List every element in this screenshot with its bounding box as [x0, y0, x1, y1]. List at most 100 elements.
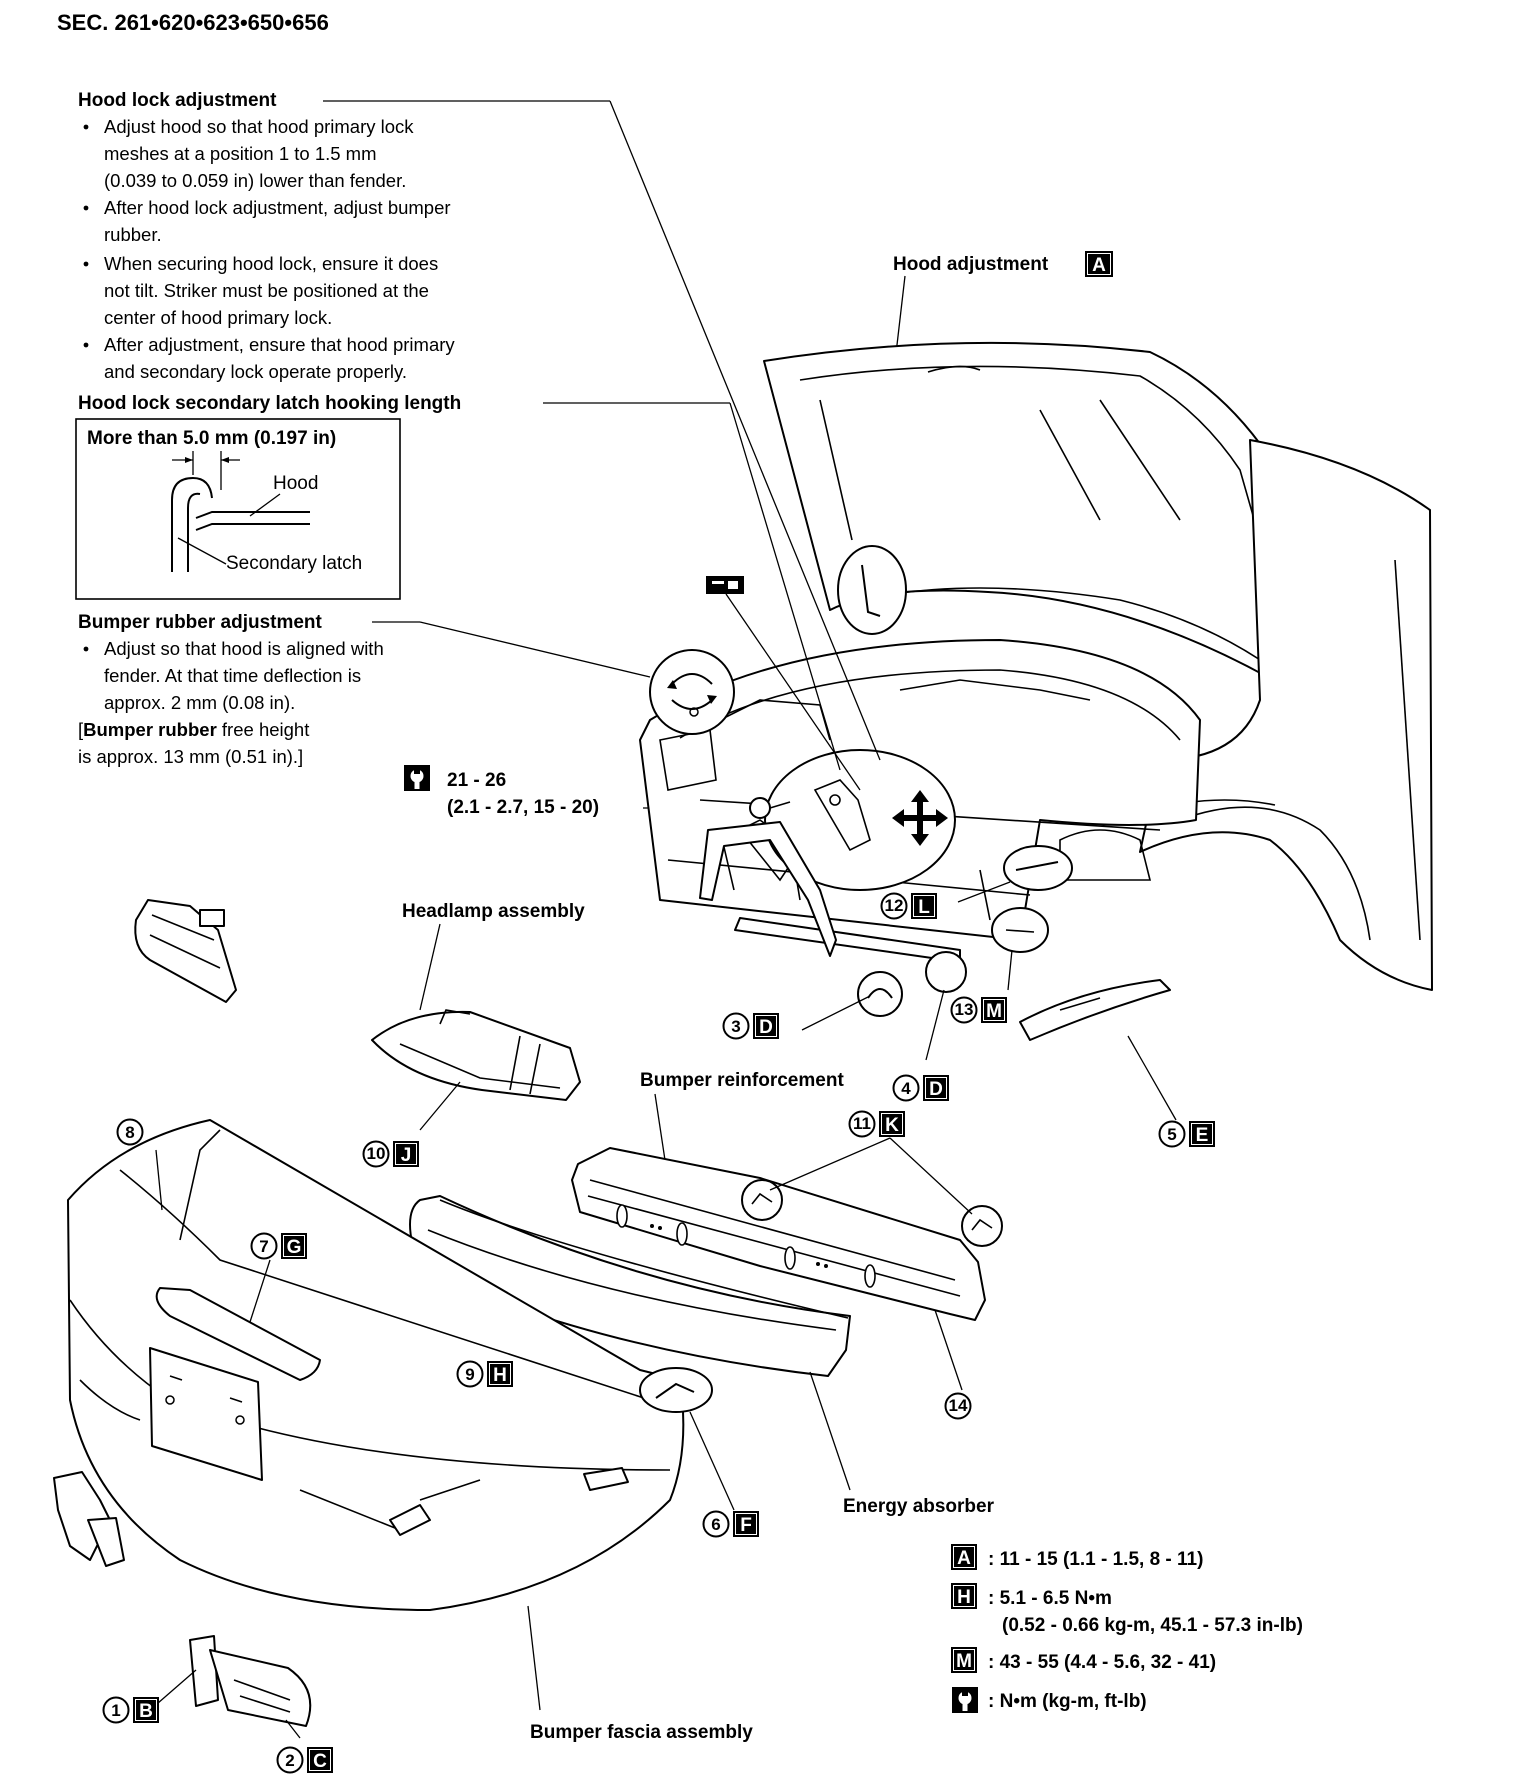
leader-13 [1007, 949, 1013, 991]
hood-lock-text: rubber. [104, 224, 162, 245]
wrench-icon [952, 1687, 978, 1713]
legend-letter-box: A [951, 1544, 977, 1570]
callout-letter-box-text: D [929, 1079, 943, 1100]
callout-letter-box: F [733, 1511, 759, 1537]
leader-6 [689, 1411, 735, 1511]
leader-11-b [889, 1137, 973, 1215]
leader-4 [925, 989, 945, 1061]
bumper-rubber-note: free height [217, 719, 310, 740]
legend-letter-box-text: H [957, 1587, 971, 1608]
secondary-latch-label: Secondary latch [226, 553, 362, 574]
hood-lock-text: After hood lock adjustment, adjust bumpe… [104, 197, 451, 218]
callout-letter-box-text: H [493, 1365, 507, 1386]
legend-row-a: A: 11 - 15 (1.1 - 1.5, 8 - 11) [951, 1544, 1203, 1570]
secondary-latch-box: More than 5.0 mm (0.197 in) Hood Seconda… [75, 418, 401, 600]
callout-letter-box: B [133, 1697, 159, 1723]
callout-number: 7 [259, 1237, 268, 1256]
headlamp-assembly-label: Headlamp assembly [402, 901, 585, 922]
hood-lock-text: and secondary lock operate properly. [104, 361, 407, 382]
hood-lock-title: Hood lock adjustment [78, 90, 277, 111]
legend-row-wrench: : N•m (kg-m, ft-lb) [952, 1687, 1147, 1713]
leader-fascia [527, 1605, 541, 1711]
callout-letter-box-text: D [759, 1017, 773, 1038]
callout-letter-box: E [1189, 1121, 1215, 1147]
callout-number-circle [950, 996, 978, 1024]
vehicle-front-illustration [639, 341, 1433, 1041]
hood-lock-text: not tilt. Striker must be positioned at … [104, 280, 429, 301]
hood-lock-text: meshes at a position 1 to 1.5 mm [104, 143, 377, 164]
hood-lock-text: center of hood primary lock. [104, 307, 332, 328]
callout-number-circle [944, 1392, 972, 1420]
legend-text: : 43 - 55 (4.4 - 5.6, 32 - 41) [988, 1652, 1216, 1673]
callout-number-circle [362, 1140, 390, 1168]
callout-number-circle [702, 1510, 730, 1538]
legend-letter-box: H [951, 1583, 977, 1609]
callout-number-circle [848, 1110, 876, 1138]
letter-box-A: A [1085, 251, 1113, 277]
leader-2 [285, 1719, 301, 1739]
callout-letter-box-text: J [401, 1145, 412, 1166]
callout-number-circle [250, 1232, 278, 1260]
energy-absorber-label: Energy absorber [843, 1496, 995, 1517]
hood-release-icon [706, 576, 744, 594]
bumper-rubber-title: Bumper rubber adjustment [78, 612, 323, 633]
callout-letter-box: J [393, 1141, 419, 1167]
hood-adjustment-letter: A [1092, 255, 1106, 276]
legend-letter-box-text: A [957, 1548, 971, 1569]
secondary-latch-box-title: More than 5.0 mm (0.197 in) [87, 428, 336, 449]
callout-letter-box: K [879, 1111, 905, 1137]
hood-label: Hood [273, 473, 318, 494]
hood-lock-bullets: Adjust hood so that hood primary lock me… [83, 116, 455, 382]
callout-number: 8 [125, 1123, 134, 1142]
callout-number-circle [880, 892, 908, 920]
callout-number: 12 [885, 896, 904, 915]
callout-number: 14 [949, 1396, 968, 1415]
callout-number: 6 [711, 1515, 720, 1534]
leader-7 [249, 1259, 271, 1323]
bumper-reinforcement-label: Bumper reinforcement [640, 1070, 844, 1091]
hood-lock-text: When securing hood lock, ensure it does [104, 253, 438, 274]
callout-number: 4 [901, 1079, 911, 1098]
callout-number-circle [102, 1696, 130, 1724]
bumper-rubber-line: fender. At that time deflection is [104, 665, 361, 686]
callout-number: 9 [465, 1365, 474, 1384]
bumper-rubber-bold: Bumper rubber [83, 719, 217, 740]
callout-letter-box: D [753, 1013, 779, 1039]
leader-5 [1127, 1035, 1177, 1121]
torque-legend: A: 11 - 15 (1.1 - 1.5, 8 - 11) H : 5.1 - … [951, 1544, 1303, 1713]
legend-text: : 5.1 - 6.5 N•m [988, 1588, 1112, 1609]
hood-lock-text: (0.039 to 0.059 in) lower than fender. [104, 170, 406, 191]
svg-text:[Bumper rubber free height: [Bumper rubber free height [78, 719, 309, 740]
hood-lock-text: After adjustment, ensure that hood prima… [104, 334, 455, 355]
callout-11: 11 K [848, 1110, 905, 1138]
callout-10: 10 J [362, 1140, 419, 1168]
callout-number: 3 [731, 1017, 740, 1036]
callout-letter-box: C [307, 1747, 333, 1773]
callout-13: 13 M [950, 996, 1007, 1024]
callout-number: 11 [853, 1114, 871, 1133]
callout-number-circle [892, 1074, 920, 1102]
bumper-fascia [67, 1119, 713, 1611]
leader-headlamp-10 [419, 1081, 461, 1131]
fog-lamp [189, 1635, 312, 1727]
callout-number-circle [276, 1746, 304, 1774]
callout-letter-box-text: L [918, 897, 930, 918]
callout-number: 13 [955, 1000, 974, 1019]
bumper-rubber-line: is approx. 13 mm (0.51 in).] [78, 746, 303, 767]
callout-number: 10 [367, 1144, 386, 1163]
callout-letter-box: L [911, 893, 937, 919]
callout-number-circle [456, 1360, 484, 1388]
callout-letter-box: M [981, 997, 1007, 1023]
callout-number-circle [1158, 1120, 1186, 1148]
callout-letter-box: G [281, 1233, 307, 1259]
legend-text: : N•m (kg-m, ft-lb) [988, 1691, 1147, 1712]
section-header: SEC. 261•620•623•650•656 [57, 10, 329, 35]
callout-letter-box-text: B [139, 1701, 153, 1722]
